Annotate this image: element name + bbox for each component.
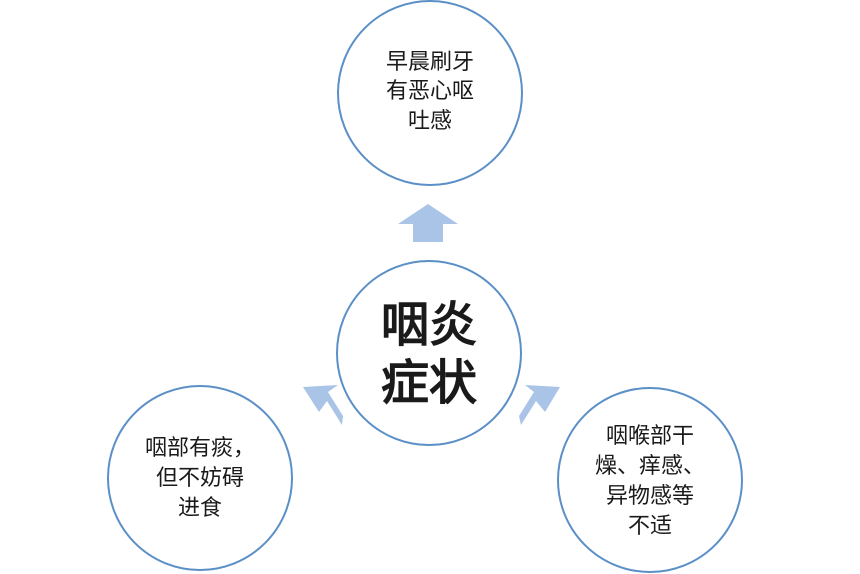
right-label-line-4: 不适: [628, 514, 672, 539]
left-node: 咽部有痰， 但不妨碍 进食: [107, 385, 293, 571]
left-label-line-1: 咽部有痰，: [145, 436, 255, 461]
center-circle: [336, 260, 522, 446]
center-label-line-2: 症状: [381, 355, 478, 411]
right-node: 咽喉部干 燥、痒感、 异物感等 不适: [557, 387, 743, 573]
top-label-line-3: 吐感: [408, 109, 452, 134]
left-label-line-3: 进食: [178, 496, 222, 521]
right-circle: [557, 387, 743, 573]
top-label-line-2: 有恶心呕: [386, 79, 474, 104]
top-circle: [337, 0, 523, 186]
top-node: 早晨刷牙 有恶心呕 吐感: [337, 0, 523, 186]
left-label-line-2: 但不妨碍: [156, 466, 244, 491]
right-label-line-2: 燥、痒感、: [595, 454, 705, 479]
center-label-line-1: 咽炎: [381, 297, 477, 353]
arrow-down-right: [519, 385, 560, 425]
arrow-up: [398, 204, 458, 242]
right-label-line-1: 咽喉部干: [606, 424, 694, 449]
right-label-line-3: 异物感等: [606, 484, 694, 509]
center-node: 咽炎 症状: [336, 260, 522, 446]
top-label-line-1: 早晨刷牙: [386, 50, 474, 75]
arrow-down-left: [303, 385, 343, 425]
left-circle: [107, 385, 293, 571]
